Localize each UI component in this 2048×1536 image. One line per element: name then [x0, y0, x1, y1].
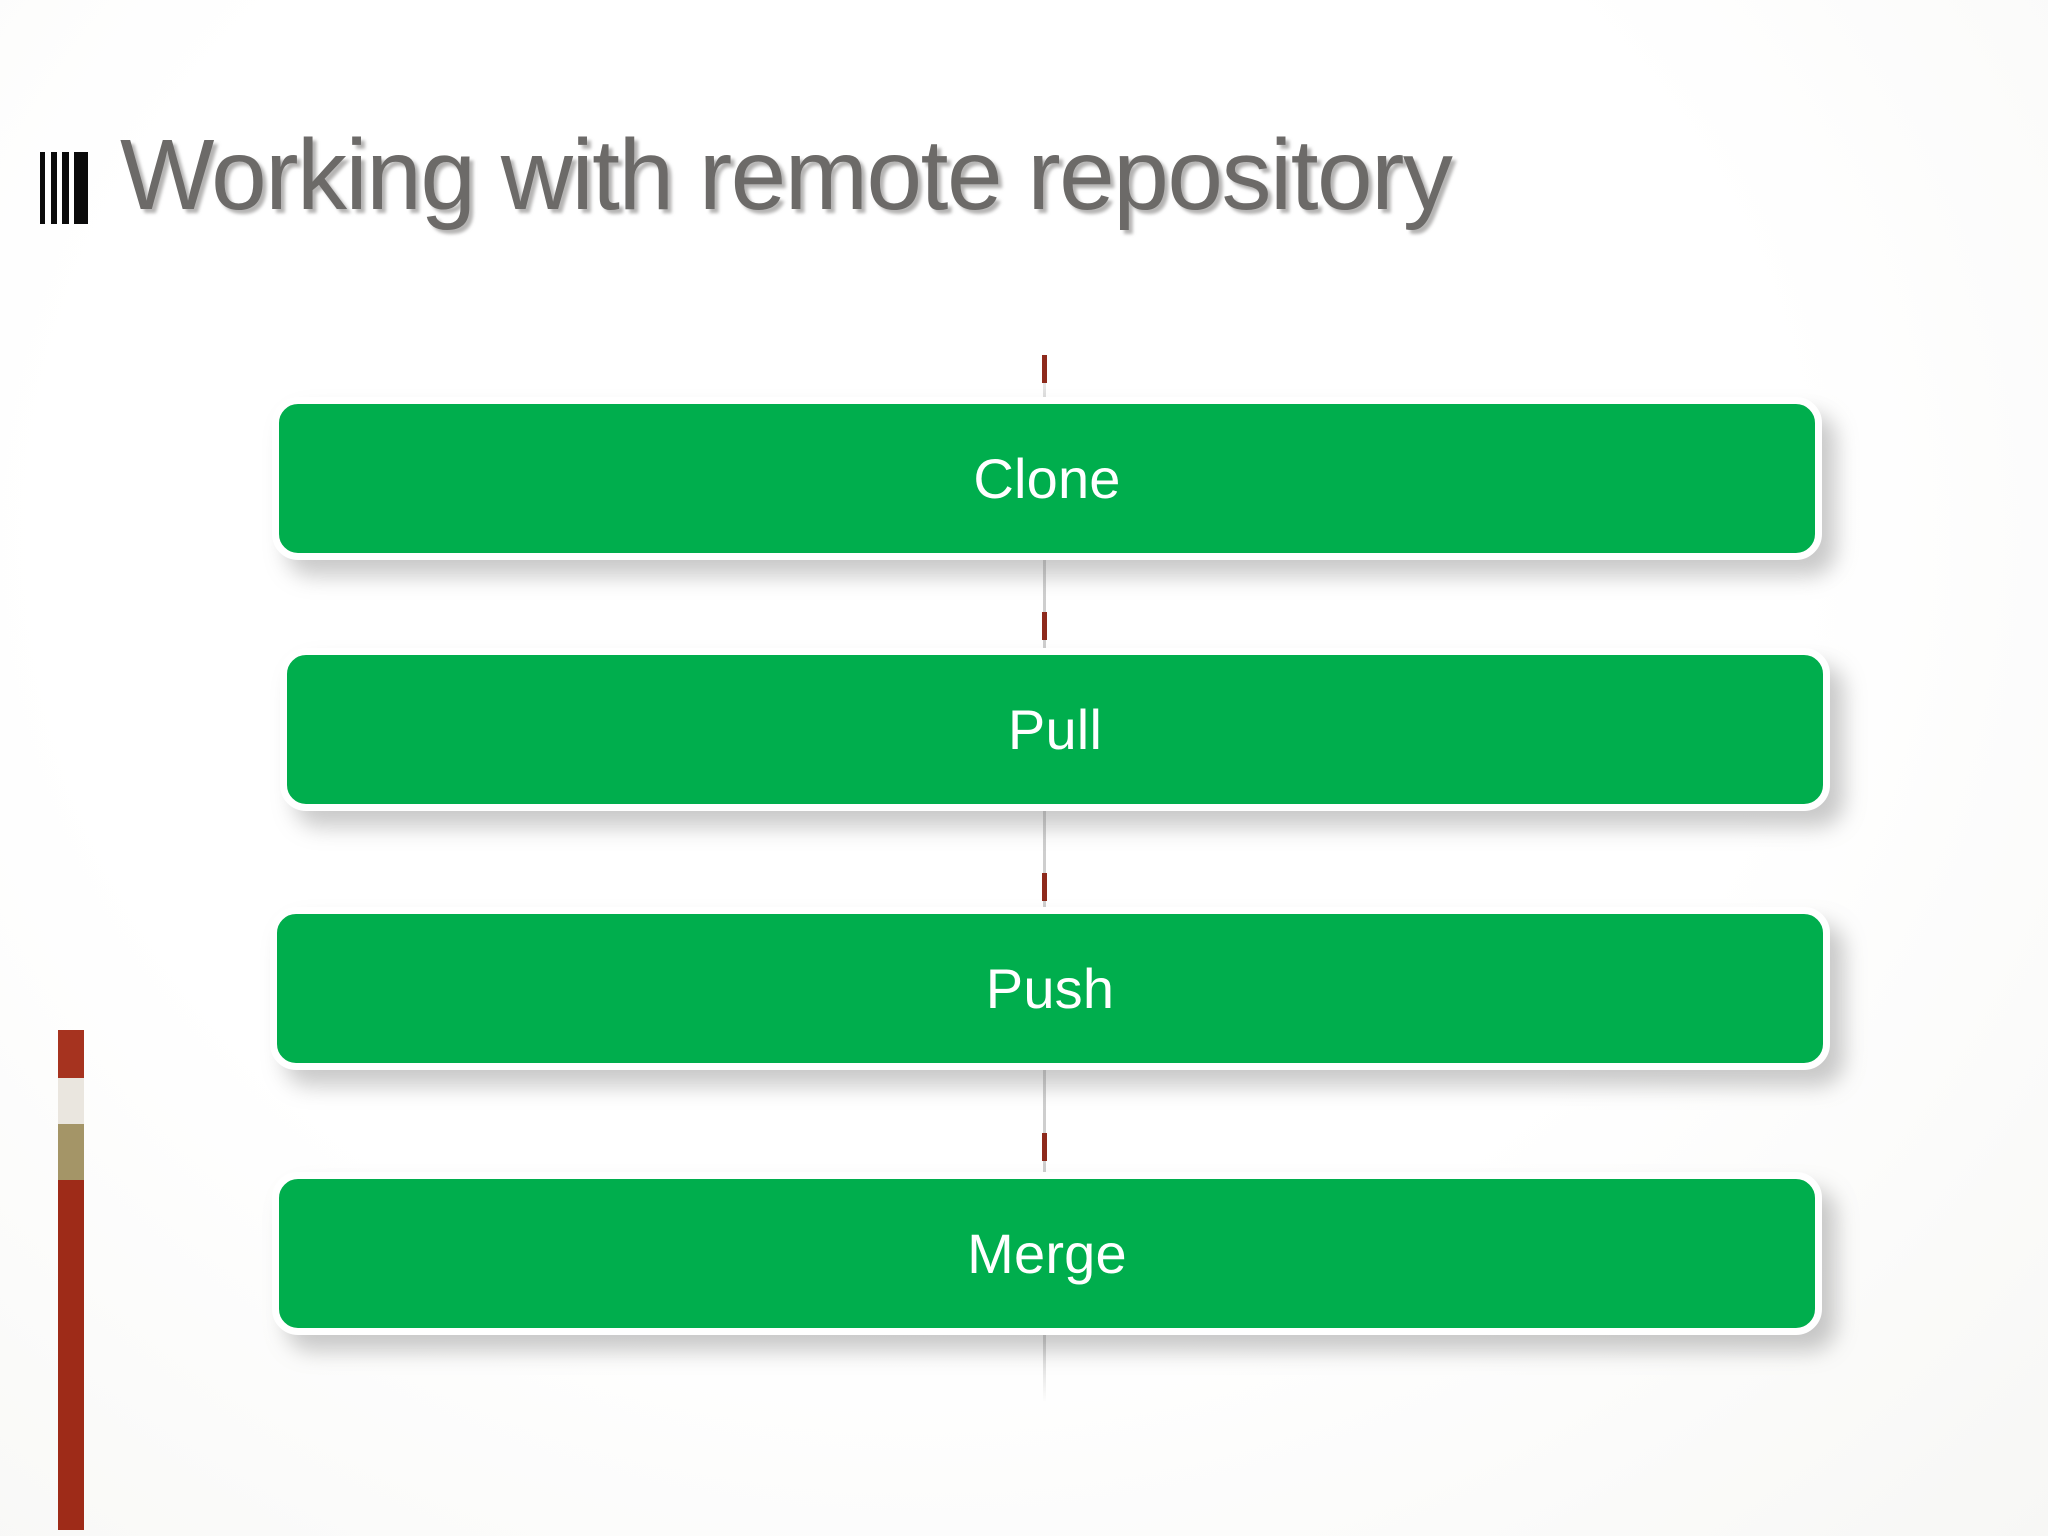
- stripe-segment-red-top: [58, 1030, 84, 1078]
- bar-2: [51, 152, 57, 224]
- process-node-clone[interactable]: Clone: [272, 397, 1822, 560]
- stripe-segment-khaki: [58, 1124, 84, 1180]
- process-node-label: Pull: [1007, 697, 1103, 761]
- connector-tick-1: [1042, 355, 1047, 383]
- bar-3: [62, 152, 69, 224]
- connector-tick-2: [1042, 612, 1047, 640]
- stripe-segment-red-bottom: [58, 1180, 84, 1530]
- bar-1: [40, 152, 45, 224]
- process-node-merge[interactable]: Merge: [272, 1172, 1822, 1335]
- process-node-label: Clone: [973, 446, 1121, 510]
- process-node-label: Push: [985, 956, 1115, 1020]
- four-vertical-bars-icon: [40, 152, 88, 224]
- bar-4: [74, 152, 88, 224]
- page-title: Working with remote repository: [120, 119, 1453, 231]
- process-node-push[interactable]: Push: [270, 907, 1830, 1070]
- process-node-pull[interactable]: Pull: [280, 648, 1830, 811]
- connector-tick-4: [1042, 1133, 1047, 1161]
- connector-tick-3: [1042, 873, 1047, 901]
- title-row: Working with remote repository: [0, 110, 2048, 240]
- stripe-segment-cream: [58, 1078, 84, 1124]
- process-node-label: Merge: [967, 1221, 1127, 1285]
- left-edge-stripe: [58, 1030, 84, 1530]
